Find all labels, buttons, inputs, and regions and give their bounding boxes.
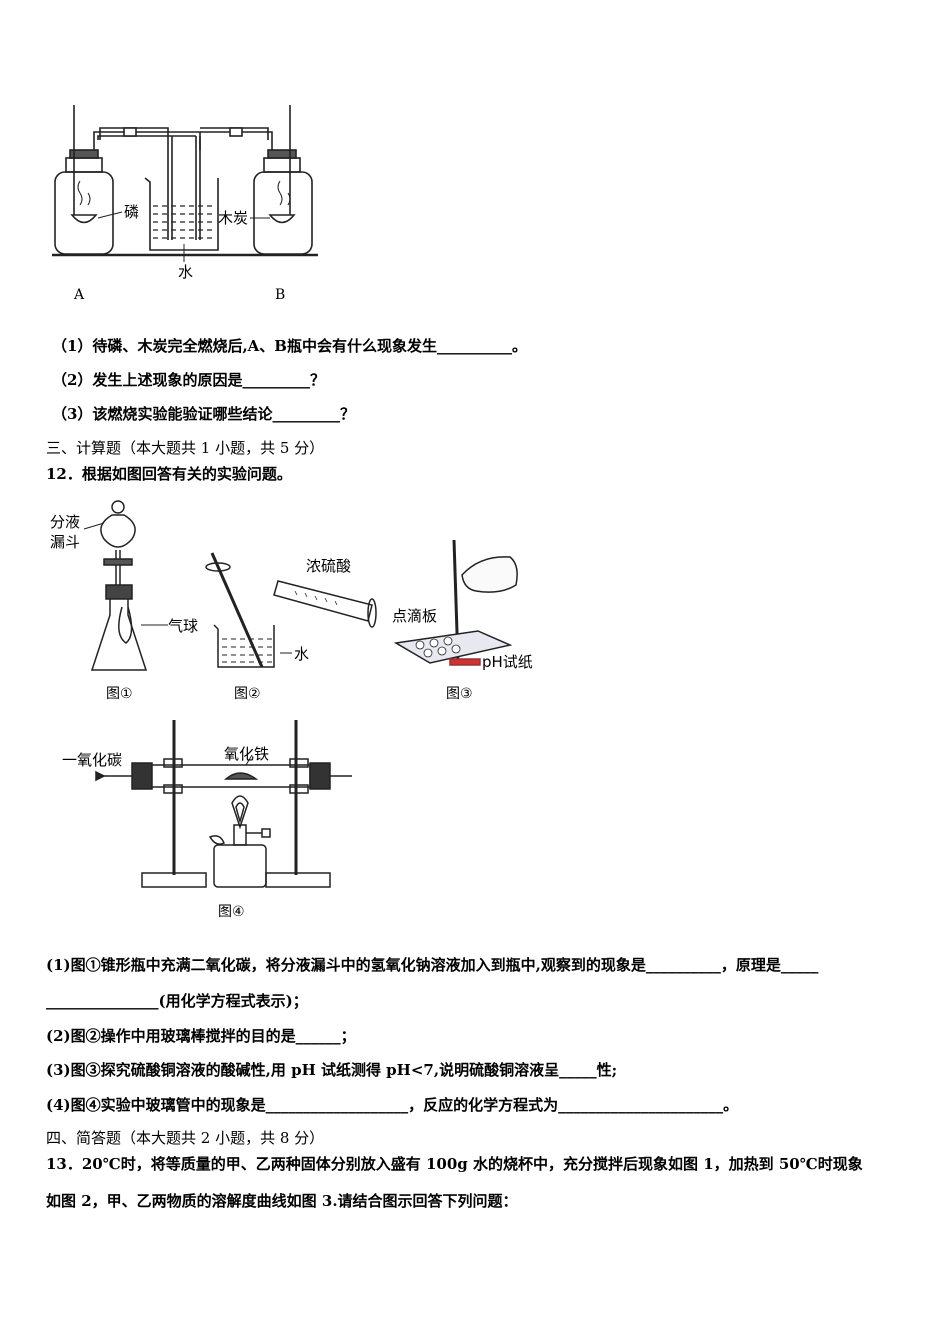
iron-oxide-label: 氧化铁 [224,745,270,763]
section-3-title: 三、计算题（本大题共 1 小题，共 5 分） [46,439,325,457]
separatory-funnel-label-line1: 分液 [50,513,81,531]
q12-part2: (2)图②操作中用玻璃棒搅拌的目的是______； [46,1027,356,1045]
q11-part2: （2）发生上述现象的原因是_________？ [52,371,325,389]
q12-part4: (4)图④实验中玻璃管中的现象是___________________，反应的化… [46,1096,739,1114]
separatory-funnel-label-line2: 漏斗 [50,533,81,551]
lab-figures-drawing [83,500,518,671]
phosphorus-label: 磷 [124,203,140,221]
lab-figures-row: 分液 漏斗 气球 图① 浓硫酸 水 图② 点滴板 pH试纸 图③ [0,495,600,710]
bottle-a-label: A [74,287,85,303]
water-label-fig2: 水 [294,645,310,663]
q13-stem-line1: 13．20℃时，将等质量的甲、乙两种固体分别放入盛有 100g 水的烧杯中，充分… [46,1155,863,1173]
co-reduction-drawing [95,720,352,888]
sulfuric-acid-label: 浓硫酸 [306,557,352,575]
q11-part1: （1）待磷、木炭完全燃烧后,A、B瓶中会有什么现象发生__________。 [52,337,527,355]
combustion-apparatus-figure: 磷 木炭 水 A B [0,0,950,310]
spot-plate-label: 点滴板 [392,607,438,625]
balloon-label: 气球 [168,617,199,635]
bottle-b-label: B [275,287,286,303]
charcoal-label: 木炭 [218,209,249,227]
water-label: 水 [178,263,194,281]
section-4-title: 四、简答题（本大题共 2 小题，共 8 分） [46,1129,325,1147]
q13-stem-line2: 如图 2，甲、乙两物质的溶解度曲线如图 3.请结合图示回答下列问题： [46,1192,518,1210]
q12-part3: (3)图③探究硫酸铜溶液的酸碱性,用 pH 试纸测得 pH<7,说明硫酸铜溶液呈… [46,1061,618,1079]
ph-paper-label: pH试纸 [482,653,533,671]
q12-stem: 12．根据如图回答有关的实验问题。 [46,465,292,483]
figure-2-caption: 图② [234,686,261,702]
figure-1-caption: 图① [106,686,133,702]
q12-part1-line2: _______________(用化学方程式表示)； [46,992,308,1010]
figure-3-caption: 图③ [446,686,473,702]
combustion-apparatus-drawing [52,105,318,262]
carbon-monoxide-label: 一氧化碳 [62,751,123,769]
co-reduction-figure: 一氧化碳 氧化铁 图④ [0,715,600,930]
q11-part3: （3）该燃烧实验能验证哪些结论_________？ [52,405,355,423]
q12-part1-line1: (1)图①锥形瓶中充满二氧化碳，将分液漏斗中的氢氧化钠溶液加入到瓶中,观察到的现… [46,956,819,974]
figure-4-caption: 图④ [218,904,245,920]
